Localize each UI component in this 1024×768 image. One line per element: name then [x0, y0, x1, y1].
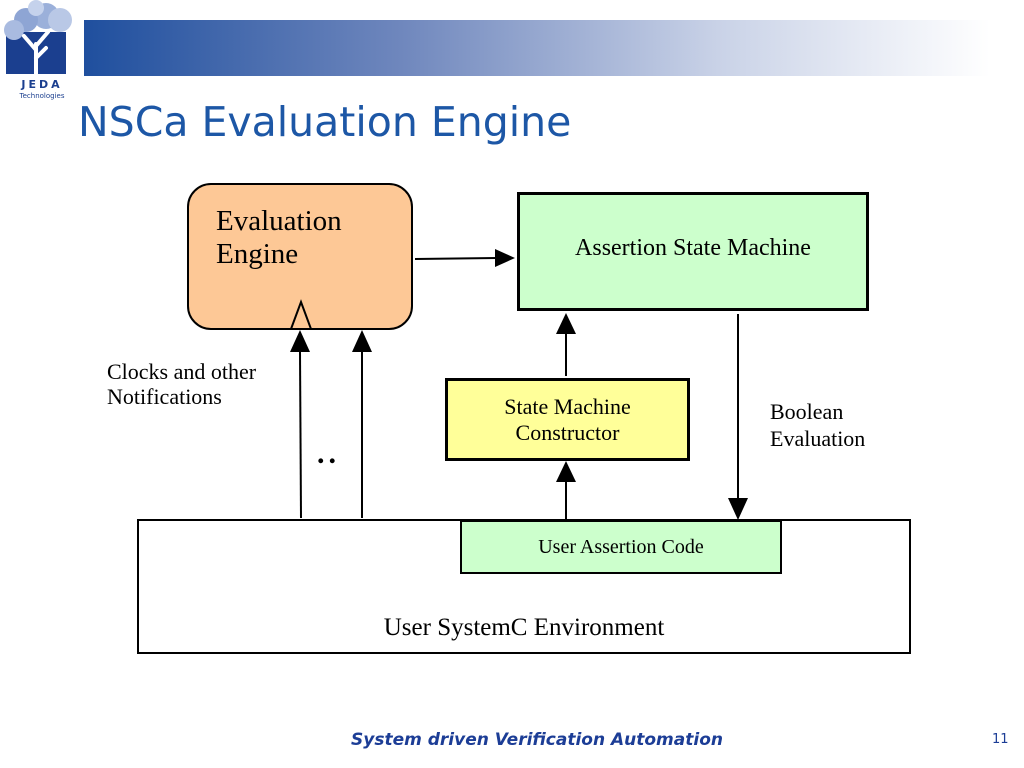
- arrow-engine-to-state-machine: [414, 249, 515, 267]
- clocks-notifications-label: Clocks and other Notifications: [107, 359, 257, 409]
- arrow-constructor-to-state-machine: [556, 313, 576, 376]
- boolean-evaluation-label: Boolean Evaluation: [770, 399, 866, 451]
- company-logo: JEDA Technologies: [0, 0, 84, 106]
- user-assertion-code-label: User Assertion Code: [538, 535, 704, 558]
- ellipsis-label: ..: [317, 437, 340, 470]
- evaluation-engine-node: Evaluation Engine: [187, 183, 413, 330]
- logo-subtext: Technologies: [19, 92, 65, 100]
- user-assertion-code-node: User Assertion Code: [460, 520, 782, 574]
- footer-tagline: System driven Verification Automation: [351, 730, 723, 750]
- state-machine-constructor-label: State Machine Constructor: [504, 393, 631, 445]
- page-number: 11: [992, 732, 1009, 747]
- tree-logo-icon: [4, 0, 72, 76]
- arrow-clock-notify-2: [352, 330, 372, 518]
- arrow-assertion-code-to-constructor: [556, 461, 576, 519]
- header-gradient-bar: [84, 20, 990, 76]
- arrow-boolean-evaluation: [728, 314, 748, 520]
- slide-title: NSCa Evaluation Engine: [78, 98, 572, 146]
- evaluation-engine-label: Evaluation Engine: [216, 205, 342, 270]
- assertion-state-machine-label: Assertion State Machine: [575, 235, 811, 261]
- state-machine-constructor-node: State Machine Constructor: [445, 378, 690, 461]
- arrow-clock-notify-1: [290, 330, 310, 519]
- user-systemc-environment-label: User SystemC Environment: [383, 614, 665, 641]
- logo-text: JEDA: [21, 78, 63, 91]
- assertion-state-machine-node: Assertion State Machine: [517, 192, 869, 311]
- clock-edge-symbol: [290, 299, 312, 330]
